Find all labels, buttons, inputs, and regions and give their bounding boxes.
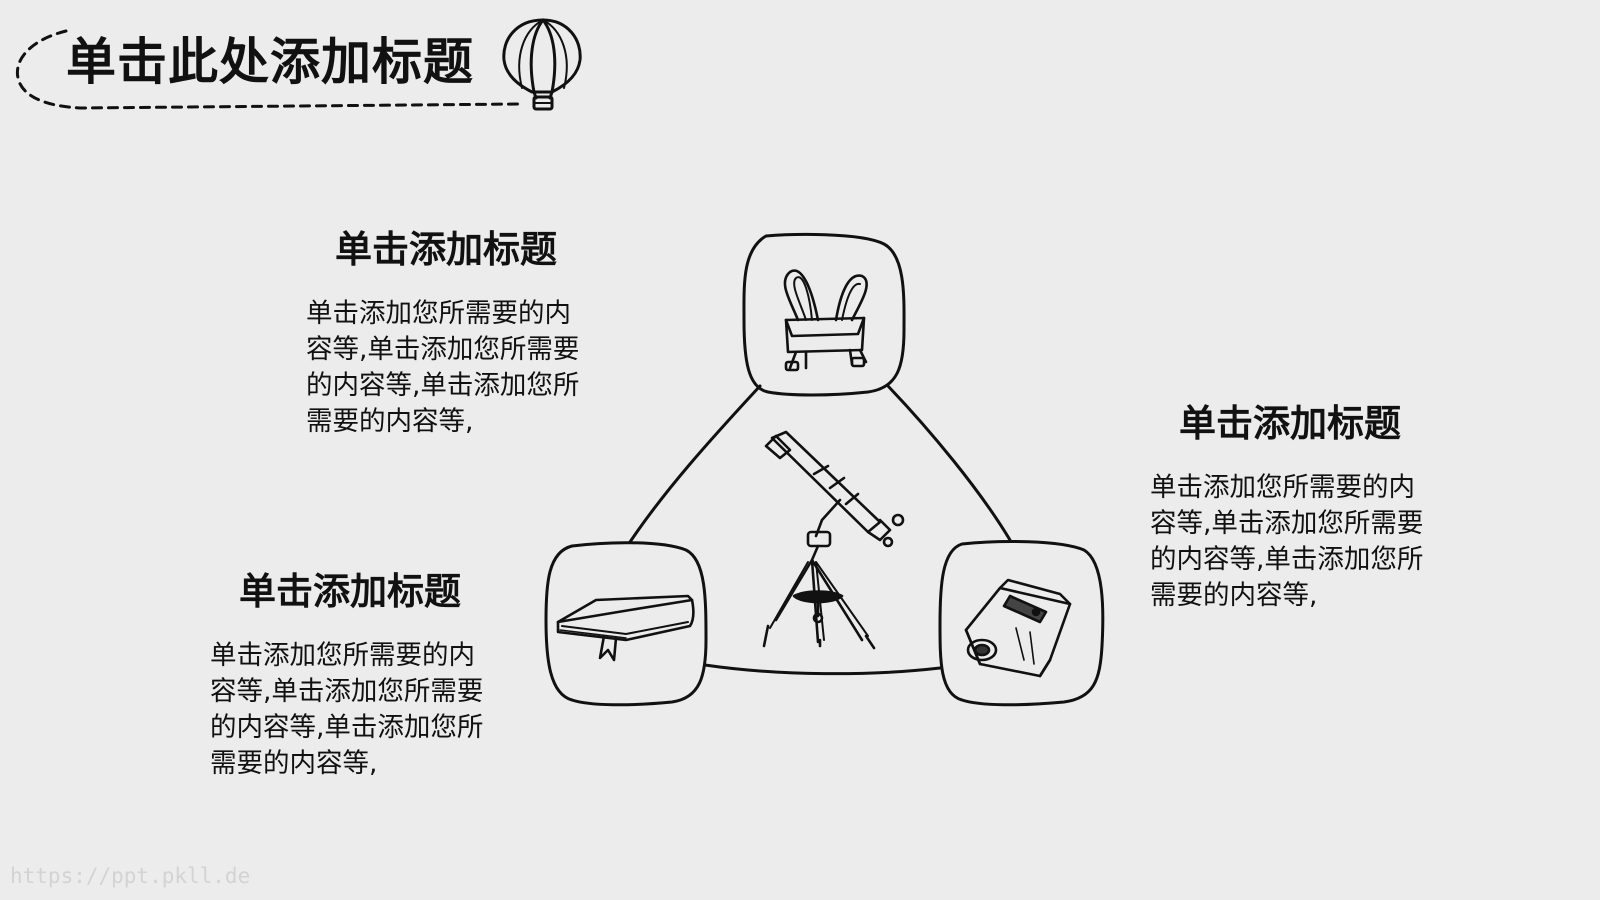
title-dashed-frame — [15, 29, 522, 110]
connector-top-right — [886, 384, 1012, 542]
connector-bottom — [703, 663, 942, 676]
block-heading[interactable]: 单击添加标题 — [239, 570, 461, 613]
block-body[interactable]: 单击添加您所需要的内容等,单击添加您所需要的内容等,单击添加您所需要的内容等, — [306, 298, 580, 437]
block-body[interactable]: 单击添加您所需要的内容等,单击添加您所需要的内容等,单击添加您所需要的内容等, — [1150, 472, 1424, 611]
book-icon — [556, 594, 695, 662]
connector-top-left — [628, 384, 762, 544]
block-heading[interactable]: 单击添加标题 — [335, 228, 557, 271]
slide-title[interactable]: 单击此处添加标题 — [66, 33, 474, 91]
pencil-sharpener-icon — [964, 578, 1072, 678]
telescope-icon — [762, 430, 905, 650]
text-block-bottom-left: 单击添加标题 单击添加您所需要的内容等,单击添加您所需要的内容等,单击添加您所需… — [200, 568, 500, 782]
block-body[interactable]: 单击添加您所需要的内容等,单击添加您所需要的内容等,单击添加您所需要的内容等, — [210, 640, 484, 779]
hot-air-balloon-icon — [502, 18, 582, 111]
left-icon-box — [544, 541, 708, 707]
watermark-url: https://ppt.pkll.de — [10, 864, 251, 888]
binder-clip-icon — [783, 269, 868, 372]
top-icon-box — [742, 232, 906, 397]
right-icon-box — [938, 540, 1105, 707]
text-block-top-left: 单击添加标题 单击添加您所需要的内容等,单击添加您所需要的内容等,单击添加您所需… — [296, 226, 596, 440]
block-heading[interactable]: 单击添加标题 — [1179, 402, 1401, 445]
text-block-right: 单击添加标题 单击添加您所需要的内容等,单击添加您所需要的内容等,单击添加您所需… — [1140, 400, 1440, 614]
